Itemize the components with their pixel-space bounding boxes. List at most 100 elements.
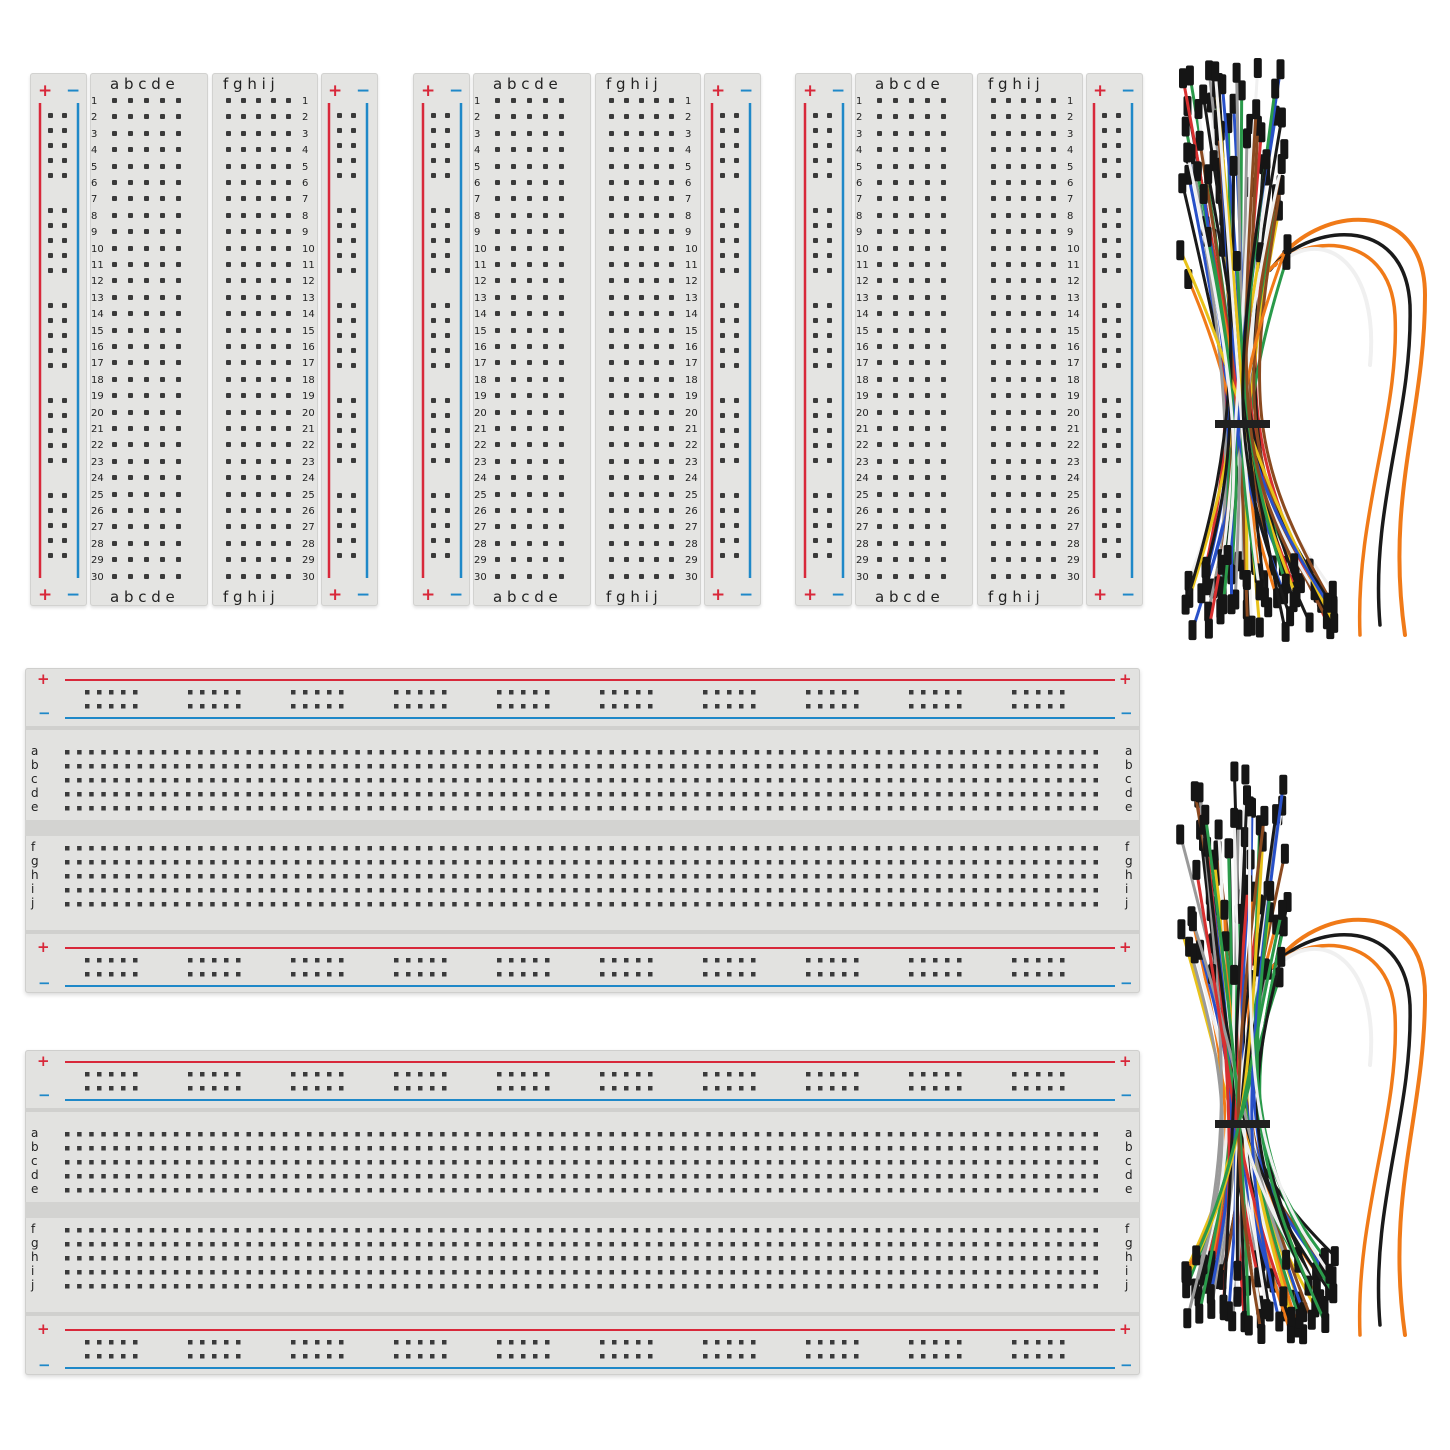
- hole: [294, 1160, 300, 1165]
- hole: [887, 1242, 893, 1247]
- hole: [549, 1242, 554, 1247]
- hole: [839, 792, 844, 797]
- hole: [77, 902, 82, 907]
- hole: [128, 294, 133, 300]
- hole: [512, 1146, 518, 1151]
- rail-hole: [62, 113, 67, 118]
- hole: [682, 750, 687, 755]
- hole: [851, 792, 856, 797]
- hole: [161, 860, 167, 865]
- rail-hole: [921, 1086, 926, 1091]
- row-number-right: 5: [685, 161, 692, 173]
- rail-hole: [533, 1340, 538, 1345]
- hole: [912, 846, 917, 851]
- hole: [633, 1228, 639, 1233]
- hole: [319, 888, 324, 893]
- hole: [186, 1146, 191, 1151]
- hole: [176, 163, 181, 169]
- row-number-right: 18: [1067, 374, 1080, 386]
- hole: [766, 888, 772, 893]
- rail-hole: [1048, 972, 1053, 977]
- hole: [527, 98, 532, 103]
- wire-connector-tip: [1230, 761, 1239, 782]
- rail-hole: [236, 958, 241, 963]
- hole: [1006, 475, 1011, 481]
- hole: [476, 1256, 481, 1261]
- rail-hole: [337, 333, 342, 338]
- wire-connector-tip: [1271, 78, 1280, 99]
- hole: [559, 114, 564, 120]
- hole: [875, 1270, 881, 1275]
- hole: [355, 1228, 360, 1233]
- row-number-left: 14: [856, 309, 869, 321]
- hole: [488, 778, 493, 783]
- hole: [909, 344, 914, 349]
- hole: [286, 163, 291, 169]
- hole: [343, 846, 348, 851]
- hole: [319, 1256, 324, 1261]
- hole: [464, 1284, 469, 1289]
- hole: [730, 1174, 735, 1179]
- rail-hole: [200, 972, 205, 977]
- hole: [585, 1256, 590, 1261]
- hole: [573, 1284, 578, 1289]
- hole: [1051, 475, 1056, 481]
- hole: [877, 540, 882, 546]
- hole: [125, 1174, 130, 1179]
- hole: [1057, 750, 1062, 755]
- hole: [791, 806, 796, 811]
- hole: [936, 860, 941, 865]
- hole: [367, 1160, 372, 1165]
- hole: [742, 1188, 748, 1193]
- row-number-right: 2: [302, 112, 309, 124]
- rail-hole: [430, 1340, 435, 1345]
- hole: [925, 196, 930, 202]
- hole: [210, 1146, 215, 1151]
- hole: [543, 393, 548, 399]
- hole: [286, 409, 291, 415]
- rail-hole: [188, 1354, 193, 1359]
- rail-hole: [734, 553, 739, 558]
- hole: [282, 902, 288, 907]
- hole: [65, 1132, 70, 1137]
- hole: [89, 846, 94, 851]
- rail-hole: [509, 1072, 514, 1077]
- hole: [256, 327, 261, 333]
- hole: [125, 1270, 130, 1275]
- rail-hole: [430, 958, 435, 963]
- hole: [258, 1160, 264, 1165]
- hole: [271, 229, 276, 235]
- hole: [241, 147, 246, 153]
- hole: [488, 1174, 493, 1179]
- rail-hole: [813, 553, 818, 558]
- hole: [286, 294, 291, 300]
- hole: [415, 1242, 421, 1247]
- rail-hole: [445, 538, 450, 543]
- hole: [924, 902, 929, 907]
- hole: [559, 360, 564, 366]
- row-number-right: 6: [1067, 178, 1074, 189]
- hole: [241, 360, 246, 366]
- terminal-strip-right: [977, 73, 1083, 606]
- rail-hole: [945, 1340, 950, 1345]
- hole: [464, 792, 469, 797]
- hole: [887, 1132, 893, 1137]
- hole: [270, 1242, 276, 1247]
- hole: [198, 750, 203, 755]
- hole: [65, 902, 70, 907]
- hole: [803, 1242, 808, 1247]
- minus-sign: −: [1121, 81, 1136, 101]
- hole: [256, 524, 261, 530]
- hole: [925, 409, 930, 415]
- wire-connector-tip: [1330, 1246, 1339, 1267]
- rail-lines: [421, 103, 752, 578]
- plus-sign: +: [328, 81, 343, 101]
- row-letter-left: i: [31, 882, 35, 896]
- hole: [241, 180, 246, 185]
- minus-sign: −: [1120, 1356, 1133, 1374]
- hole: [210, 1270, 215, 1275]
- row-number-right: 8: [685, 210, 692, 222]
- hole: [160, 163, 165, 169]
- hole: [924, 1146, 929, 1151]
- hole: [512, 1242, 518, 1247]
